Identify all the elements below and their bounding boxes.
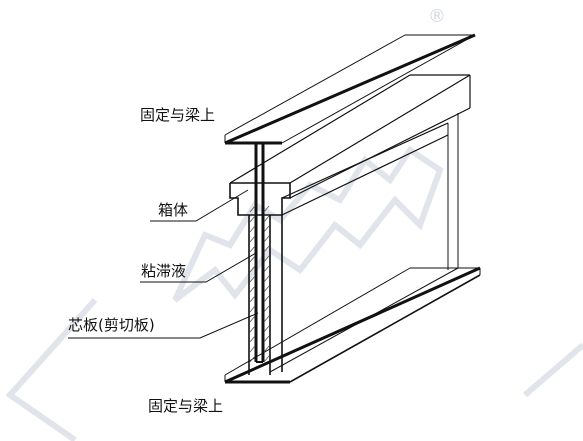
label-bottom-fixed: 固定与梁上 xyxy=(148,397,224,415)
watermark xyxy=(5,145,583,441)
leader-viscous-fluid xyxy=(140,252,257,283)
core-plate xyxy=(254,143,265,363)
label-viscous-fluid: 粘滞液 xyxy=(141,262,187,280)
leader-core-plate xyxy=(68,312,259,339)
box-side-walls xyxy=(248,215,283,375)
label-box: 箱体 xyxy=(158,201,189,219)
watermark-chevron-left xyxy=(5,297,98,441)
watermark-registered-mark: ® xyxy=(428,6,446,27)
label-top-fixed: 固定与梁上 xyxy=(140,106,216,124)
viscous-fluid-hatch xyxy=(249,205,270,363)
top-beam-flange xyxy=(224,33,476,145)
watermark-logo-mark xyxy=(172,145,444,303)
box-top-section xyxy=(229,74,471,216)
watermark-chevron-right xyxy=(523,342,583,398)
leader-box xyxy=(150,189,249,222)
bottom-beam-flange xyxy=(224,266,481,384)
label-core-plate: 芯板(剪切板) xyxy=(68,316,155,334)
box-back-wall xyxy=(447,113,459,270)
